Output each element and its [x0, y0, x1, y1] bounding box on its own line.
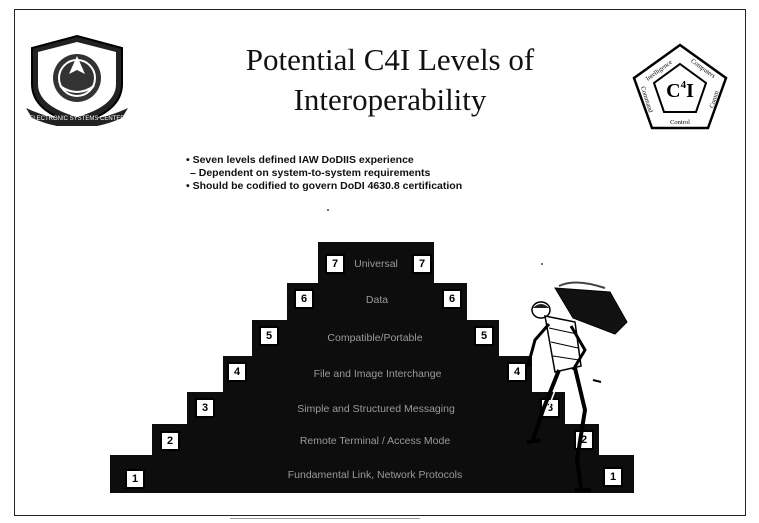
level-number-4-right: 4	[507, 362, 527, 382]
title-line-2: Interoperability	[293, 82, 487, 117]
level-number-6-right: 6	[442, 289, 462, 309]
level-label-1: Fundamental Link, Network Protocols	[287, 469, 463, 481]
level-step-1	[110, 455, 634, 493]
esc-emblem-logo: ELECTRONIC SYSTEMS CENTER	[26, 34, 128, 126]
slide-frame	[14, 9, 746, 516]
level-number-7-left: 7	[325, 254, 345, 274]
level-label-7: Universal	[354, 258, 398, 270]
sub-bullet-item: – Dependent on system-to-system requirem…	[190, 167, 431, 179]
level-step-6	[287, 283, 467, 322]
level-step-3	[187, 392, 565, 426]
title-line-1: Potential C4I Levels of	[245, 42, 535, 77]
level-number-7-right: 7	[412, 254, 432, 274]
bottom-rule	[230, 518, 420, 519]
level-number-2-left: 2	[160, 431, 180, 451]
level-number-3-left: 3	[195, 398, 215, 418]
level-label-3: Simple and Structured Messaging	[297, 403, 455, 415]
level-number-1-left: 1	[125, 469, 145, 489]
climbing-figure-illustration	[526, 281, 628, 492]
level-step-2	[152, 424, 599, 457]
emblem-banner-text: ELECTRONIC SYSTEMS CENTER	[29, 116, 125, 122]
level-label-6: Data	[365, 294, 389, 306]
level-number-6-left: 6	[294, 289, 314, 309]
speck-dot	[327, 209, 329, 211]
bullet-list: • Seven levels defined IAW DoDIIS experi…	[186, 154, 462, 193]
level-number-5-left: 5	[259, 326, 279, 346]
bullet-item: • Seven levels defined IAW DoDIIS experi…	[186, 154, 414, 166]
c4i-pentagon-logo: C4I Intelligence Computers Comm Control …	[632, 43, 728, 130]
bullet-item: • Should be codified to govern DoDI 4630…	[186, 180, 463, 192]
level-step-4	[223, 356, 532, 394]
level-label-4: File and Image Interchange	[313, 368, 442, 380]
level-number-4-left: 4	[227, 362, 247, 382]
svg-text:C4I: C4I	[666, 79, 694, 102]
c4i-label-control: Control	[670, 119, 690, 126]
level-number-1-right: 1	[603, 467, 623, 487]
speck-dot	[541, 263, 543, 265]
level-label-5: Compatible/Portable	[327, 332, 423, 344]
level-label-2: Remote Terminal / Access Mode	[299, 435, 451, 447]
level-number-5-right: 5	[474, 326, 494, 346]
level-step-5	[252, 320, 499, 358]
slide-title: Potential C4I Levels of Interoperability	[200, 40, 580, 120]
